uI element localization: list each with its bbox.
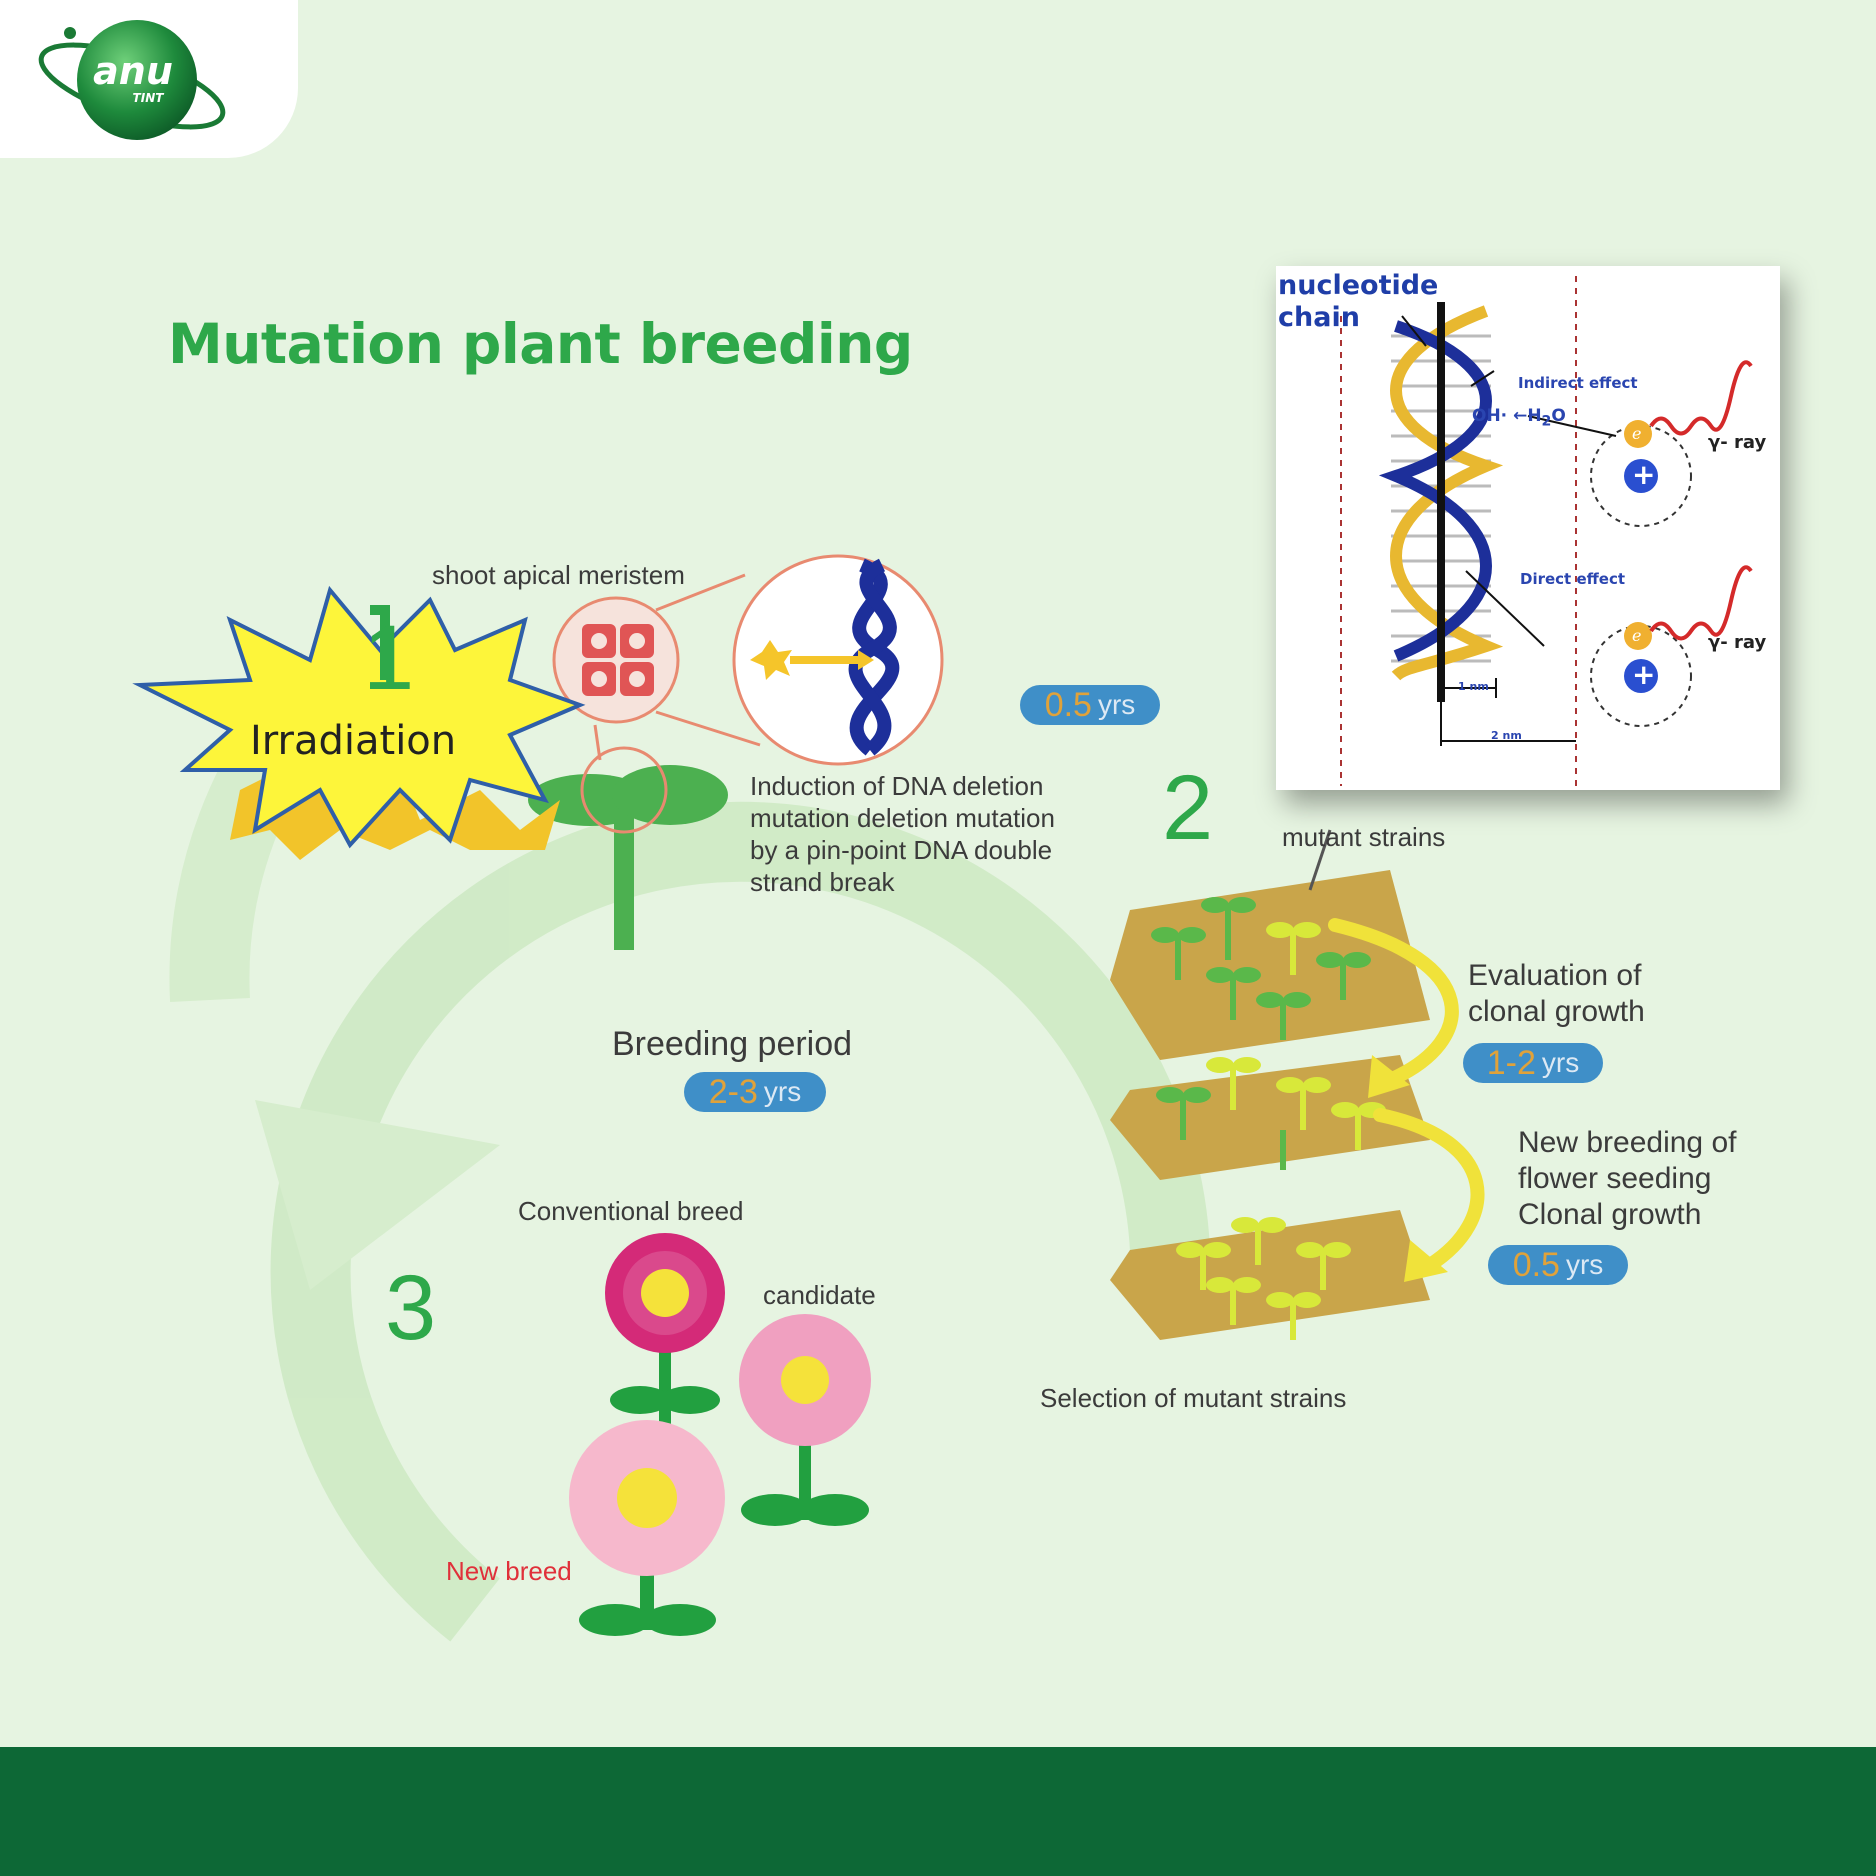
period-unit: yrs: [763, 1076, 802, 1107]
dna-radiation-inset: nucleotide chain Indirect effect Direct …: [1276, 266, 1780, 790]
h-text: H: [1527, 406, 1542, 426]
o-text: O: [1551, 406, 1566, 426]
step-1-number: 1: [363, 607, 415, 709]
seedling-plant: [528, 746, 728, 950]
conventional-breed-label: Conventional breed: [518, 1196, 744, 1226]
candidate-label: candidate: [763, 1280, 876, 1310]
mutant-strains-label: mutant strains: [1282, 822, 1446, 852]
period-pill-new-breeding: 0.5 yrs: [1488, 1245, 1628, 1285]
flowers: [569, 1233, 871, 1636]
conventional-flower: [605, 1233, 725, 1450]
induction-line-1: Induction of DNA deletion: [750, 771, 1044, 801]
page-title: Mutation plant breeding: [168, 312, 913, 376]
period-unit: yrs: [1541, 1047, 1580, 1078]
plus-label-1: +: [1632, 458, 1656, 491]
irradiation-label: Irradiation: [250, 718, 457, 764]
new-breed-label: New breed: [446, 1556, 572, 1586]
logo-text: anu: [93, 49, 173, 93]
period-pill-center: 2-3 yrs: [684, 1072, 826, 1112]
selection-label: Selection of mutant strains: [1040, 1383, 1347, 1413]
evaluation-text: Evaluation of clonal growth: [1468, 958, 1645, 1030]
logo-subtext: TINT: [133, 91, 165, 105]
period-value: 0.5: [1512, 1245, 1560, 1284]
new-breeding-line-3: Clonal growth: [1518, 1198, 1702, 1231]
period-unit: yrs: [1097, 689, 1136, 720]
step-3-number: 3: [385, 1257, 437, 1359]
plus-label-2: +: [1632, 658, 1656, 691]
step-2-number: 2: [1162, 757, 1214, 859]
new-breed-flower: [569, 1420, 725, 1636]
oh-text: OH·: [1472, 406, 1508, 426]
electron-label-1: e: [1632, 424, 1642, 443]
scale-2nm-label: 2 nm: [1491, 729, 1522, 742]
candidate-flower: [739, 1314, 871, 1526]
evaluation-line-2: clonal growth: [1468, 995, 1645, 1028]
gamma-ray-label-2: γ- ray: [1708, 632, 1767, 653]
dna-break-zoom: [732, 554, 944, 766]
footer-bar: [0, 1747, 1876, 1876]
induction-line-4: strand break: [750, 867, 895, 897]
gamma-ray-label-1: γ- ray: [1708, 432, 1767, 453]
new-breeding-line-2: flower seeding: [1518, 1162, 1712, 1195]
indirect-effect-label: Indirect effect: [1518, 374, 1638, 392]
electron-label-2: e: [1632, 626, 1642, 645]
evaluation-line-1: Evaluation of: [1468, 959, 1642, 992]
induction-line-2: mutation deletion mutation: [750, 803, 1055, 833]
inset-artwork: [1340, 276, 1753, 786]
scale-1nm-label: 1 nm: [1458, 680, 1489, 693]
new-breeding-text: New breeding of flower seeding Clonal gr…: [1518, 1125, 1736, 1233]
period-pill-step2: 0.5 yrs: [1020, 685, 1160, 725]
nucleotide-label: nucleotide: [1278, 270, 1439, 301]
oh-radical-label: OH· ←H2O: [1472, 406, 1566, 430]
period-value: 2-3: [708, 1072, 758, 1111]
period-unit: yrs: [1565, 1249, 1604, 1280]
irradiation-burst: [132, 585, 586, 860]
direct-effect-label: Direct effect: [1520, 570, 1626, 588]
dna-induction-text: Induction of DNA deletion mutation delet…: [750, 770, 1110, 898]
anu-logo: anu TINT: [38, 20, 226, 140]
induction-line-3: by a pin-point DNA double: [750, 835, 1053, 865]
breeding-period-label: Breeding period: [612, 1025, 853, 1063]
seedling-trays: [1110, 829, 1485, 1340]
new-breeding-line-1: New breeding of: [1518, 1126, 1737, 1159]
shoot-apical-meristem-label: shoot apical meristem: [432, 560, 685, 590]
period-value: 0.5: [1044, 685, 1092, 724]
meristem-cells: [552, 573, 761, 761]
period-pill-evaluation: 1-2 yrs: [1463, 1043, 1603, 1083]
h2o-subscript: 2: [1541, 413, 1552, 430]
chain-label: chain: [1278, 302, 1360, 333]
period-value: 1-2: [1486, 1043, 1536, 1082]
